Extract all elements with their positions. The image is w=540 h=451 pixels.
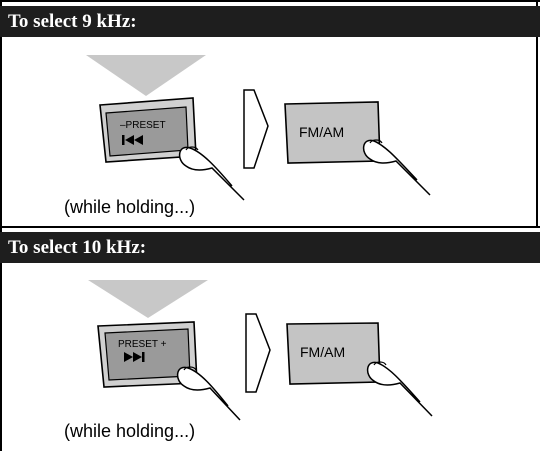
frame-right-line [536, 0, 538, 228]
while-holding-caption: (while holding...) [64, 197, 196, 217]
preset-plus-button: PRESET + [97, 321, 198, 388]
preset-plus-label: PRESET + [118, 339, 167, 350]
frame-left-line [0, 0, 2, 451]
preset-minus-button: –PRESET [99, 97, 197, 163]
section-title-9khz: To select 9 kHz: [8, 11, 137, 32]
finger-icon [366, 361, 433, 417]
next-step-arrow-icon [243, 89, 269, 169]
preset-minus-label: –PRESET [120, 120, 166, 131]
finger-icon [176, 366, 241, 421]
fm-am-label: FM/AM [299, 124, 344, 140]
skip-forward-icon [124, 352, 145, 362]
section-title-10khz: To select 10 kHz: [8, 237, 147, 258]
down-arrow-icon [88, 280, 208, 318]
fm-am-label: FM/AM [300, 344, 345, 360]
down-arrow-icon [86, 55, 206, 96]
finger-icon [362, 139, 431, 196]
section-header-10khz: To select 10 kHz: [0, 232, 540, 263]
finger-icon [178, 146, 245, 201]
next-step-arrow-icon [245, 313, 271, 393]
fm-am-button: FM/AM [286, 322, 381, 385]
section-header-9khz: To select 9 kHz: [0, 6, 540, 37]
fm-am-button: FM/AM [284, 101, 381, 164]
frame-top-line [0, 0, 540, 2]
section-divider-line [0, 226, 540, 228]
skip-back-icon [122, 135, 143, 145]
while-holding-caption: (while holding...) [64, 421, 196, 441]
